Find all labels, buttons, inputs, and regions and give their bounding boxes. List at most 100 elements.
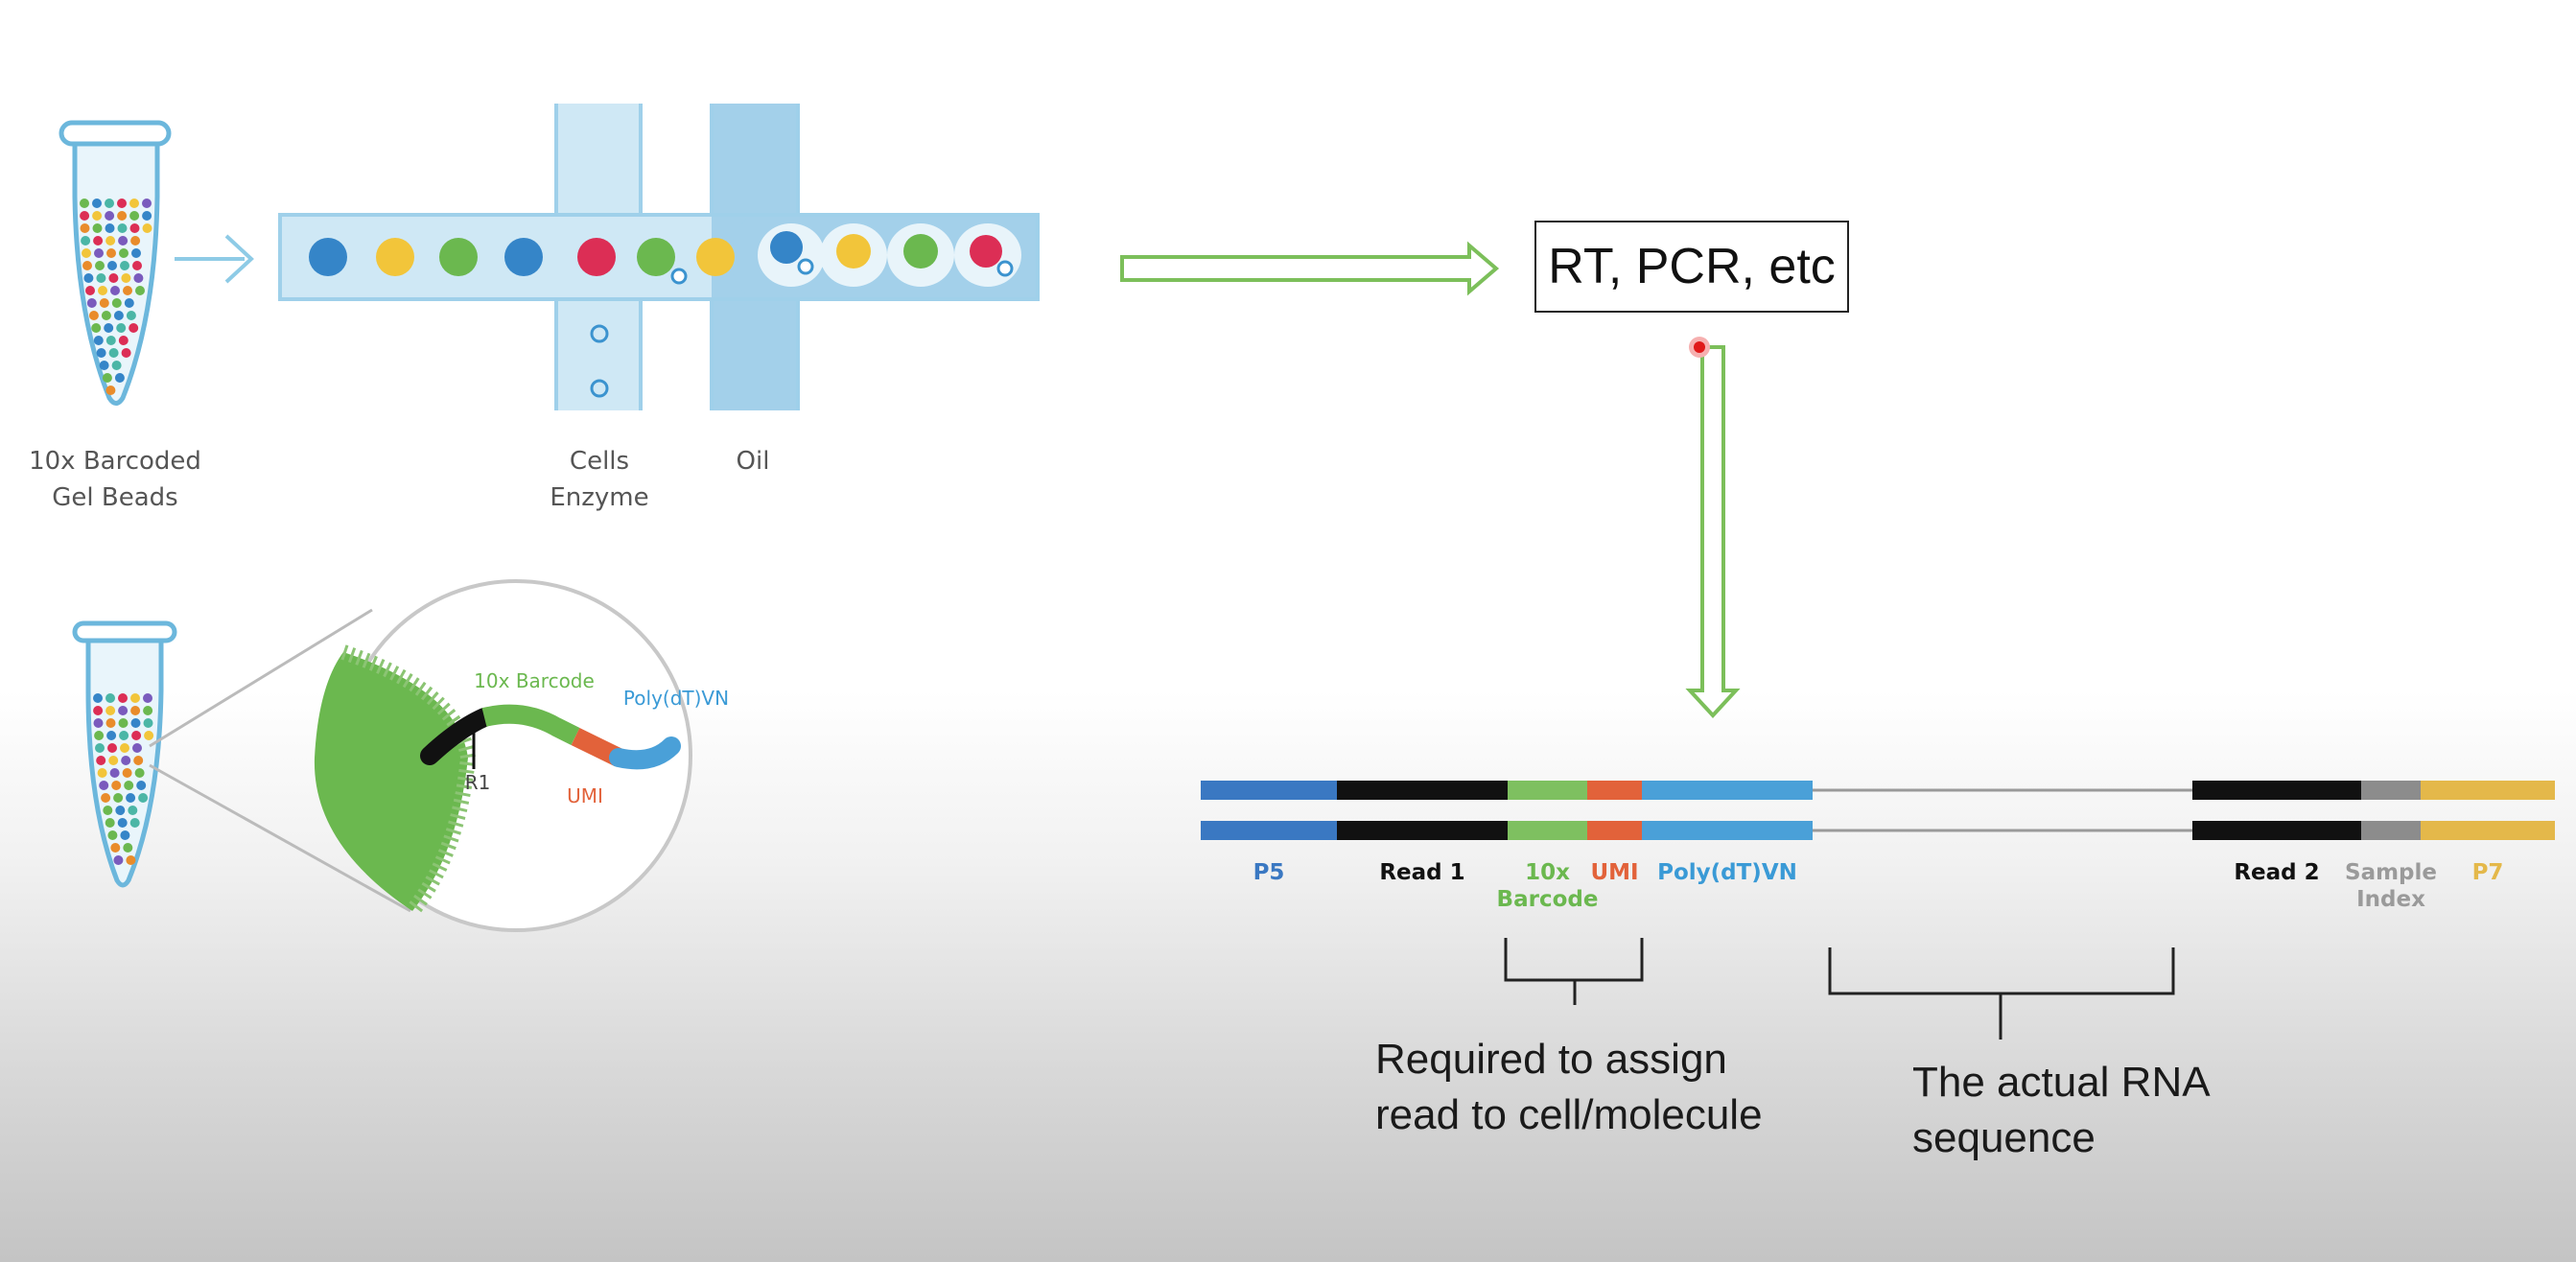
segment-polydt xyxy=(1642,821,1813,840)
gel-beads-label: 10x Barcoded Gel Beads xyxy=(10,443,221,516)
tube-bead xyxy=(86,298,97,308)
tube-bead xyxy=(92,199,102,208)
tube-bead xyxy=(142,223,152,233)
tube-bead xyxy=(143,718,153,728)
segment-sample-index xyxy=(2361,781,2421,800)
tube-bead xyxy=(122,768,132,778)
tube-bead xyxy=(115,806,126,815)
tube-bead xyxy=(130,236,141,245)
tube-bead xyxy=(119,248,129,258)
segment-umi xyxy=(1587,821,1642,840)
tube-bead xyxy=(121,756,131,765)
label-sample-index-line1: Sample xyxy=(2345,860,2437,885)
tube-bead xyxy=(133,756,144,765)
segment-p7 xyxy=(2421,821,2555,840)
tube-bead xyxy=(93,718,104,728)
barcode-umi-bracket xyxy=(1504,938,1644,1005)
tube-bead xyxy=(114,373,125,383)
tube-bead xyxy=(132,261,142,270)
tube-bead xyxy=(110,843,121,853)
label-polydt-line1: Poly(dT)VN xyxy=(1657,860,1797,885)
tube-bead xyxy=(105,706,116,715)
right-arrow xyxy=(1120,241,1500,296)
tube-bead xyxy=(123,843,133,853)
tube-bead xyxy=(126,311,136,320)
tube-bead xyxy=(105,718,116,728)
tube-bead xyxy=(94,731,105,740)
library-construct xyxy=(1201,781,2555,840)
label-p5-line1: P5 xyxy=(1253,860,1285,885)
magnified-bead xyxy=(314,579,692,932)
down-arrow xyxy=(1685,345,1741,718)
tube-bead xyxy=(121,348,131,358)
tube-bead xyxy=(93,706,104,715)
tube-bead xyxy=(105,223,115,233)
tube-bead xyxy=(104,323,114,333)
tube-bead xyxy=(133,273,144,283)
tube-bead xyxy=(80,211,90,221)
segment-p5 xyxy=(1201,821,1337,840)
tube-bead xyxy=(83,273,94,283)
tube-bead xyxy=(113,311,124,320)
segment-read2 xyxy=(2192,821,2361,840)
tube-bead xyxy=(119,731,129,740)
tube-bead xyxy=(106,731,117,740)
label-read2: Read 2 xyxy=(2200,859,2354,886)
tube-bead xyxy=(110,286,120,295)
tube-bead xyxy=(80,199,89,208)
process-box: RT, PCR, etc xyxy=(1534,221,1849,313)
rna-sequence-bracket xyxy=(1828,947,2175,1040)
tube-bead xyxy=(113,793,124,803)
bead-barcode-label: 10x Barcode xyxy=(474,669,595,692)
tube-bead xyxy=(118,718,129,728)
bead-umi-label: UMI xyxy=(567,784,603,807)
segment-p5 xyxy=(1201,781,1337,800)
tube-bead xyxy=(96,348,106,358)
tube-bead xyxy=(136,781,147,790)
bead-r1-label: R1 xyxy=(464,771,491,794)
tube-bead xyxy=(91,323,102,333)
tube-bead xyxy=(85,286,95,295)
tube-bead xyxy=(98,286,107,295)
tube-bead xyxy=(105,693,115,703)
label-sample-index-line2: Index xyxy=(2356,887,2425,912)
tube-bead xyxy=(120,830,130,840)
segment-read2 xyxy=(2192,781,2361,800)
gel-beads-label-line2: Gel Beads xyxy=(52,483,178,512)
tube-bead xyxy=(129,211,140,221)
label-p7: P7 xyxy=(2411,859,2564,886)
tube-bead xyxy=(126,793,136,803)
tube-bead xyxy=(111,298,122,308)
tube-bead xyxy=(95,743,105,753)
tube-bead xyxy=(132,743,142,753)
label-barcode-line2: Barcode xyxy=(1496,887,1599,912)
tube-bead xyxy=(118,336,129,345)
tube-bead xyxy=(130,706,141,715)
tube-bead-cluster xyxy=(80,199,152,395)
tube-bead xyxy=(101,793,111,803)
tube-bead xyxy=(130,693,140,703)
tube-bead xyxy=(80,223,90,233)
label-p5: P5 xyxy=(1192,859,1346,886)
tube-bead xyxy=(105,336,116,345)
laser-pointer-dot xyxy=(1689,337,1710,358)
tube-bead xyxy=(142,199,152,208)
tube-bead xyxy=(99,298,109,308)
tube-bead xyxy=(144,731,154,740)
tube-bead xyxy=(128,806,138,815)
tube-bead xyxy=(105,199,114,208)
tube-bead xyxy=(92,223,103,233)
segment-p7 xyxy=(2421,781,2555,800)
tube-bead xyxy=(105,236,116,245)
tube-bead xyxy=(118,693,128,703)
tube-bead xyxy=(99,781,109,790)
tube-bead xyxy=(113,855,124,865)
tube-bead xyxy=(129,223,140,233)
tube-bead xyxy=(111,781,122,790)
enzyme-label: Enzyme xyxy=(550,483,649,512)
tube-bead xyxy=(117,211,128,221)
tube-bead xyxy=(129,818,140,828)
tube-bead xyxy=(124,298,134,308)
tube-bead xyxy=(124,781,134,790)
